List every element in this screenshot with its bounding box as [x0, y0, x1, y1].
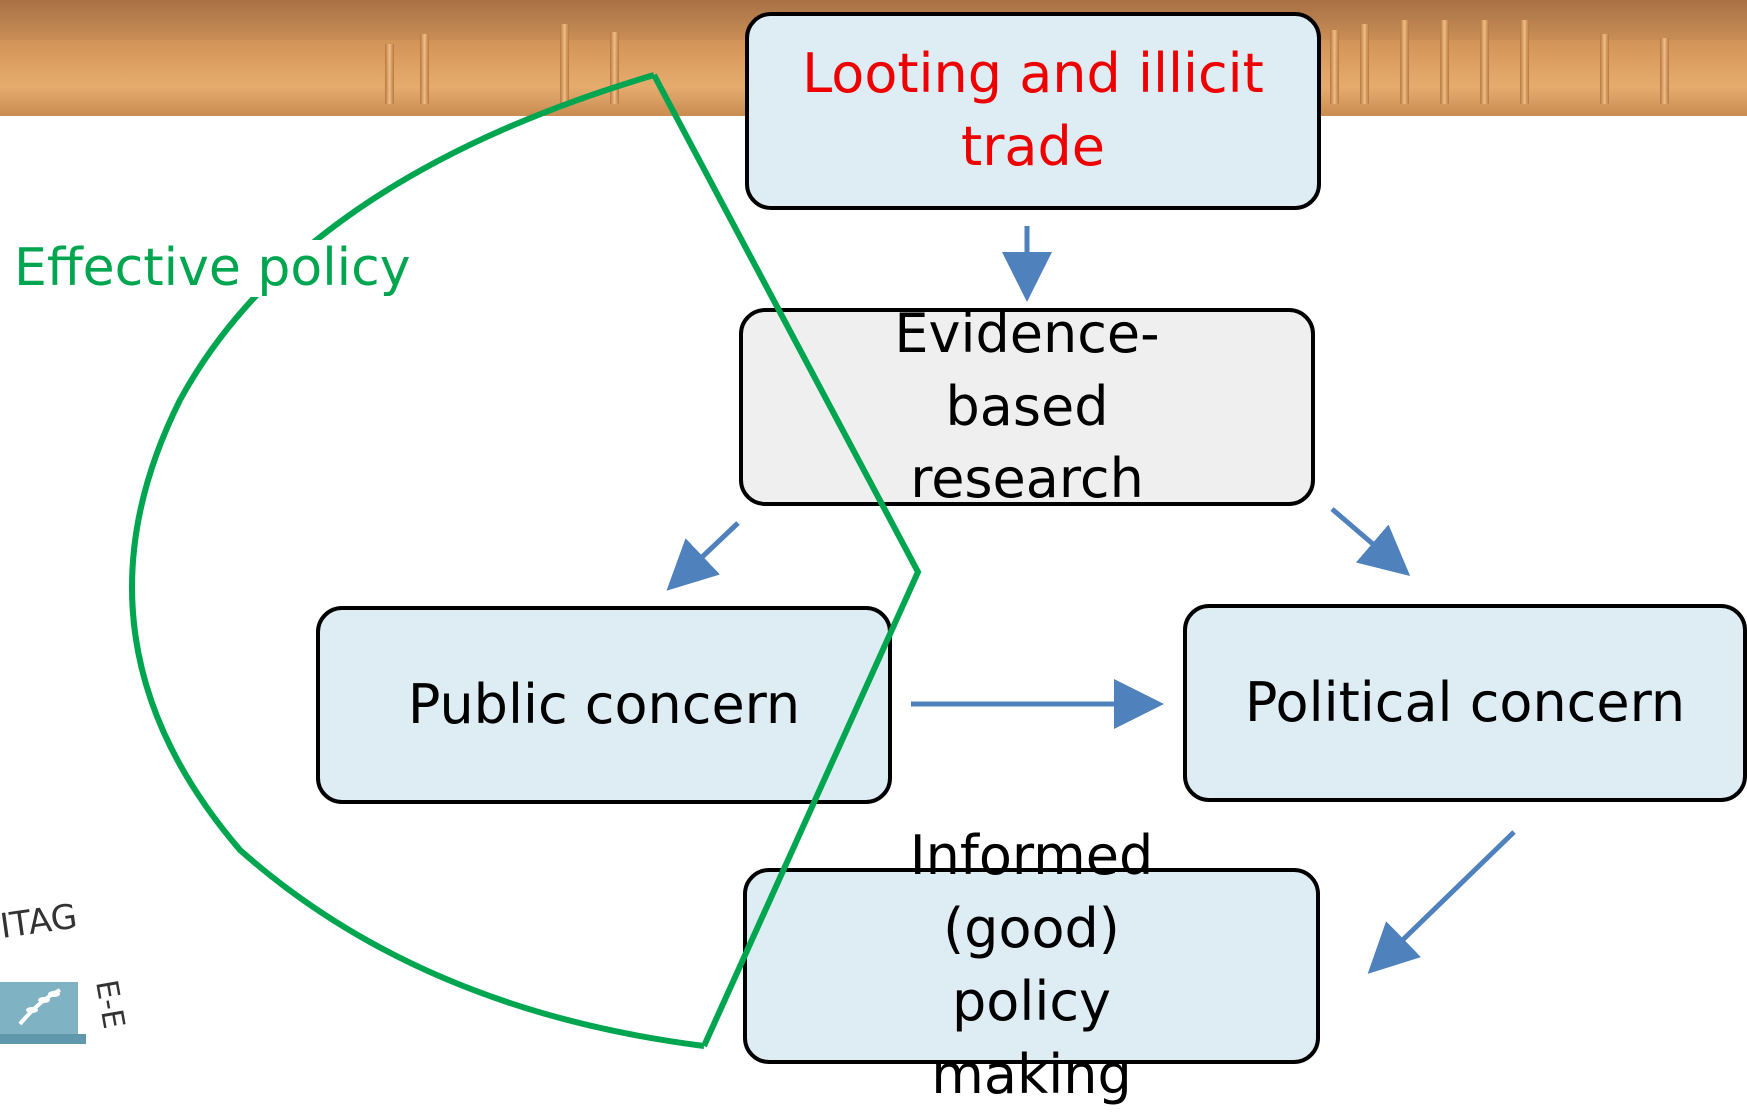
ruin-column [420, 34, 429, 104]
ruin-column [1330, 30, 1339, 104]
arrow-political-to-informed [1367, 830, 1516, 974]
effective-policy-cycle-curve [129, 72, 705, 1049]
ruin-column [560, 24, 569, 104]
ruin-column [1600, 34, 1609, 104]
arrow-research-to-public [666, 521, 740, 591]
box-public-concern: Public concern [316, 606, 892, 804]
box-research-label: Evidence-based research [894, 301, 1160, 511]
ruin-column [1440, 20, 1449, 104]
arrow-research-to-political [1330, 507, 1411, 577]
ruin-column [1360, 24, 1369, 104]
ruin-column [1480, 20, 1489, 104]
svg-text:E-E: E-E [88, 977, 131, 1031]
organization-logo: ITAG E-E [0, 897, 140, 1064]
ruin-column [610, 32, 619, 104]
diagram-arrows [666, 226, 1516, 974]
box-research: Evidence-based research [739, 302, 1315, 510]
ruin-column [1520, 20, 1529, 104]
ruin-column [385, 44, 394, 104]
effective-policy-label: Effective policy [12, 238, 413, 298]
svg-text:ITAG: ITAG [0, 900, 80, 947]
box-public-concern-label: Public concern [407, 672, 801, 736]
box-looting-label: Looting and illicit trade [802, 42, 1264, 178]
effective-policy-cycle-zigzag [651, 73, 922, 1048]
box-political-concern: Political concern [1183, 604, 1747, 802]
ruin-column [1400, 20, 1409, 104]
cycle-overlay [129, 72, 922, 1049]
box-looting: Looting and illicit trade [745, 12, 1321, 210]
box-political-concern-label: Political concern [1244, 670, 1686, 734]
ruin-column [1660, 38, 1669, 104]
